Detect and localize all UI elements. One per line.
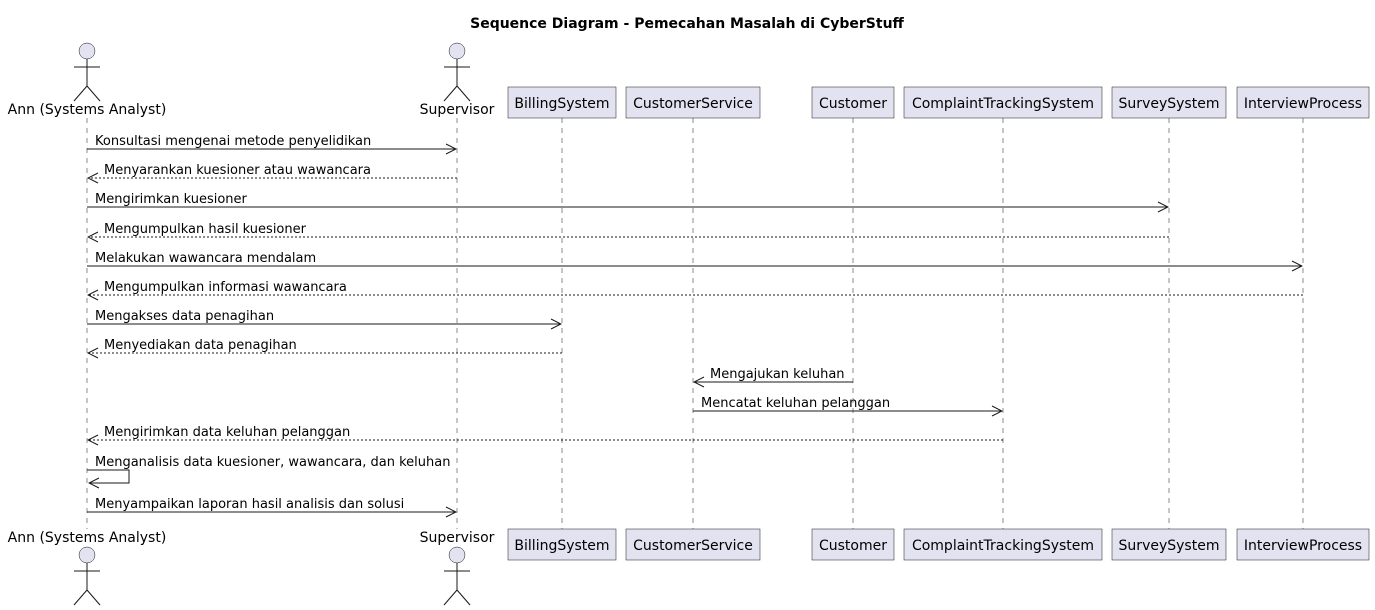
- participant-survey-bottom: SurveySystem: [1111, 528, 1227, 561]
- participant-label: CustomerService: [633, 538, 753, 554]
- participant-label: Customer: [819, 538, 887, 554]
- participant-label: BillingSystem: [514, 538, 609, 554]
- participant-box: [507, 528, 617, 561]
- actor-ann-bottom-figure: [73, 546, 101, 606]
- participant-interview-top: InterviewProcess: [1236, 86, 1370, 119]
- message-label: Konsultasi mengenai metode penyelidikan: [95, 134, 371, 149]
- participant-box: [811, 86, 895, 119]
- actor-ann-top-figure: [73, 42, 101, 102]
- message-8: Menyediakan data penagihan: [88, 338, 562, 353]
- participant-customer-top: Customer: [811, 86, 895, 119]
- message-11: Mengirimkan data keluhan pelanggan: [88, 425, 1003, 440]
- message-label: Mengirimkan kuesioner: [95, 192, 248, 207]
- message-2: Menyarankan kuesioner atau wawancara: [88, 163, 457, 178]
- participant-label: SurveySystem: [1119, 96, 1220, 112]
- participant-box: [1236, 528, 1370, 561]
- message-7: Mengakses data penagihan: [87, 309, 561, 324]
- actor-supervisor-top-figure: [443, 42, 471, 102]
- participant-label: BillingSystem: [514, 96, 609, 112]
- messages: Konsultasi mengenai metode penyelidikanM…: [87, 134, 1303, 512]
- participant-label: InterviewProcess: [1244, 538, 1362, 554]
- participant-complaint-bottom: ComplaintTrackingSystem: [903, 528, 1103, 561]
- participant-survey-top: SurveySystem: [1111, 86, 1227, 119]
- message-label: Mengumpulkan informasi wawancara: [104, 280, 347, 295]
- participant-box: [625, 528, 761, 561]
- participant-box: [625, 86, 761, 119]
- participant-complaint-top: ComplaintTrackingSystem: [903, 86, 1103, 119]
- participant-label: Supervisor: [420, 102, 495, 118]
- participant-interview-bottom: InterviewProcess: [1236, 528, 1370, 561]
- participant-box: [903, 86, 1103, 119]
- message-arrow: [87, 469, 130, 483]
- lifelines: [86, 118, 1304, 529]
- participant-label: ComplaintTrackingSystem: [912, 538, 1094, 554]
- participant-ann-top: Ann (Systems Analyst): [8, 42, 167, 118]
- participant-ann-bottom: Ann (Systems Analyst): [8, 530, 167, 606]
- participant-label: Ann (Systems Analyst): [8, 530, 167, 546]
- participant-billing-top: BillingSystem: [507, 86, 617, 119]
- participant-box: [507, 86, 617, 119]
- message-label: Mengajukan keluhan: [710, 367, 845, 382]
- message-3: Mengirimkan kuesioner: [87, 192, 1168, 207]
- participant-label: InterviewProcess: [1244, 96, 1362, 112]
- participant-cs-top: CustomerService: [625, 86, 761, 119]
- message-9: Mengajukan keluhan: [694, 367, 853, 382]
- participant-box: [1111, 528, 1227, 561]
- message-10: Mencatat keluhan pelanggan: [693, 396, 1002, 411]
- message-label: Menyarankan kuesioner atau wawancara: [104, 163, 371, 178]
- participant-billing-bottom: BillingSystem: [507, 528, 617, 561]
- participant-label: Supervisor: [420, 530, 495, 546]
- participant-label: ComplaintTrackingSystem: [912, 96, 1094, 112]
- actor-supervisor-bottom-figure: [443, 546, 471, 606]
- participant-supervisor-bottom: Supervisor: [420, 530, 495, 606]
- participant-label: SurveySystem: [1119, 538, 1220, 554]
- message-13: Menyampaikan laporan hasil analisis dan …: [87, 497, 456, 512]
- participant-supervisor-top: Supervisor: [420, 42, 495, 118]
- participant-label: Ann (Systems Analyst): [8, 102, 167, 118]
- participant-customer-bottom: Customer: [811, 528, 895, 561]
- message-label: Menyediakan data penagihan: [104, 338, 297, 353]
- message-label: Mencatat keluhan pelanggan: [701, 396, 890, 411]
- message-label: Mengumpulkan hasil kuesioner: [104, 222, 307, 237]
- message-label: Menyampaikan laporan hasil analisis dan …: [95, 497, 404, 512]
- message-1: Konsultasi mengenai metode penyelidikan: [87, 134, 456, 149]
- participants: Ann (Systems Analyst) Ann (Systems Analys…: [8, 42, 1370, 606]
- message-12: Menganalisis data kuesioner, wawancara, …: [87, 455, 450, 483]
- participant-box: [903, 528, 1103, 561]
- message-6: Mengumpulkan informasi wawancara: [88, 280, 1303, 295]
- participant-box: [1236, 86, 1370, 119]
- message-label: Mengirimkan data keluhan pelanggan: [104, 425, 350, 440]
- participant-label: Customer: [819, 96, 887, 112]
- participant-box: [1111, 86, 1227, 119]
- participant-cs-bottom: CustomerService: [625, 528, 761, 561]
- message-label: Menganalisis data kuesioner, wawancara, …: [95, 455, 450, 470]
- message-label: Melakukan wawancara mendalam: [95, 251, 316, 266]
- diagram-title: Sequence Diagram - Pemecahan Masalah di …: [470, 16, 904, 32]
- message-4: Mengumpulkan hasil kuesioner: [88, 222, 1169, 237]
- participant-box: [811, 528, 895, 561]
- participant-label: CustomerService: [633, 96, 753, 112]
- message-label: Mengakses data penagihan: [95, 309, 274, 324]
- message-5: Melakukan wawancara mendalam: [87, 251, 1302, 266]
